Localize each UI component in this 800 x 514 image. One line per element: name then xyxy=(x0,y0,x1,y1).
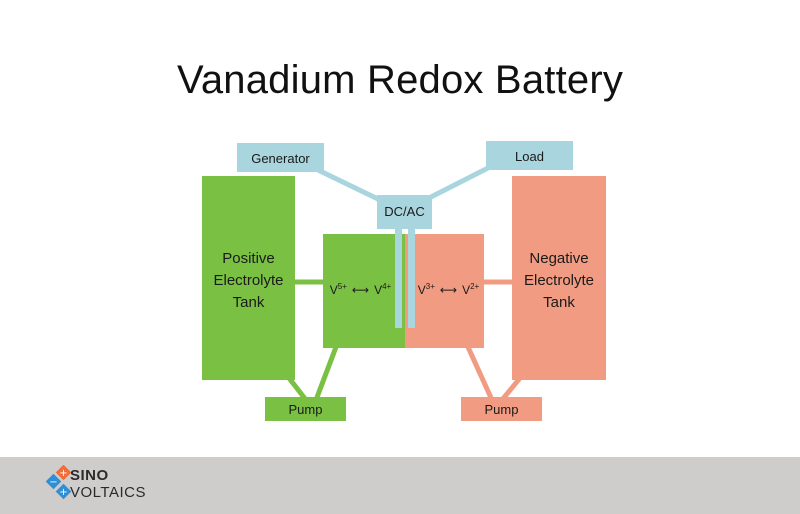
negative-tank-label-line2: Electrolyte xyxy=(523,272,595,289)
logo-text-sino: SINO xyxy=(70,467,109,484)
negative-reaction-label: V3+ ⟷ V2+ xyxy=(413,282,484,297)
electrode-left xyxy=(395,226,402,328)
positive-reaction-to: V4+ xyxy=(374,282,392,297)
negative-reaction-to: V2+ xyxy=(462,282,480,297)
dc-ac-label: DC/AC xyxy=(384,204,425,219)
right-pump-box xyxy=(461,397,542,421)
left-pump-pipe-cell xyxy=(313,346,339,401)
negative-tank-label-line1: Negative xyxy=(529,250,589,267)
positive-reaction-from: V5+ xyxy=(329,282,347,297)
dc-ac-box xyxy=(377,195,432,229)
left-pump-pipe-tank xyxy=(287,376,308,402)
load-label: Load xyxy=(515,149,544,164)
negative-tank-label: Negative Electrolyte Tank xyxy=(512,248,606,314)
positive-tank-label-line2: Electrolyte xyxy=(213,272,284,289)
right-pump-pipe-tank xyxy=(500,376,522,402)
negative-reaction-arrow-icon: ⟷ xyxy=(439,282,458,297)
page-title: Vanadium Redox Battery xyxy=(176,58,624,102)
positive-reaction-arrow-icon: ⟷ xyxy=(351,282,370,297)
electrodes xyxy=(395,226,415,328)
logo-plus-small-icon: + xyxy=(59,487,67,498)
right-pump-label: Pump xyxy=(484,402,519,417)
electrode-right xyxy=(408,226,415,328)
load-box xyxy=(486,141,573,170)
left-pump-label: Pump xyxy=(288,402,323,417)
power-connectors xyxy=(316,165,490,203)
footer-bar xyxy=(0,457,800,514)
positive-reaction-label: V5+ ⟷ V4+ xyxy=(323,282,398,297)
logo-text-voltaics: VOLTAICS xyxy=(70,484,146,501)
generator-connector xyxy=(316,167,382,203)
negative-electrolyte-tank xyxy=(512,176,606,380)
positive-tank-label: Positive Electrolyte Tank xyxy=(202,248,295,314)
right-pump-pipe-cell xyxy=(465,345,495,402)
generator-label: Generator xyxy=(251,151,310,166)
sinovoltaics-logo: + − + SINO VOLTAICS xyxy=(44,465,184,505)
negative-tank-label-line3: Tank xyxy=(543,294,575,311)
negative-reaction-from: V3+ xyxy=(417,282,435,297)
positive-half-cell xyxy=(323,234,405,348)
positive-tank-label-line3: Tank xyxy=(232,294,265,311)
logo-plus-icon: + xyxy=(59,468,67,479)
logo-icon: + − + xyxy=(45,465,72,500)
left-pump-box xyxy=(265,397,346,421)
positive-tank-label-line1: Positive xyxy=(222,250,275,267)
generator-box xyxy=(237,143,324,172)
negative-half-cell xyxy=(405,234,484,348)
electrolyte-pipes xyxy=(287,279,522,402)
positive-electrolyte-tank xyxy=(202,176,295,380)
logo-minus-icon: − xyxy=(49,477,57,488)
load-connector xyxy=(423,165,490,203)
